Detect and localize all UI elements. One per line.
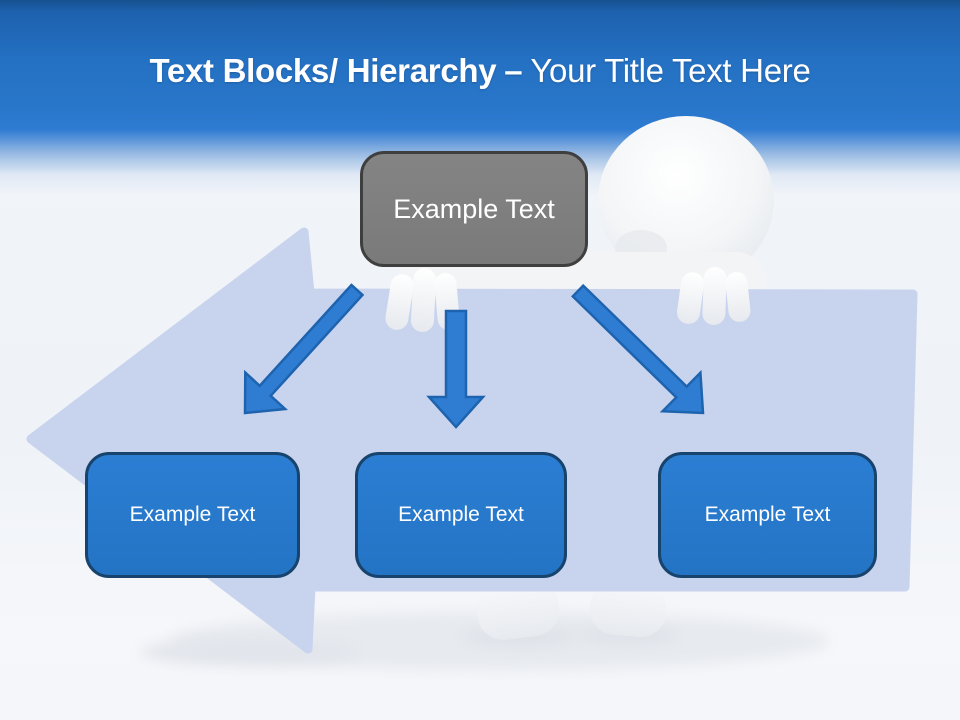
child-text-block-1[interactable]: Example Text	[85, 452, 300, 578]
arrow-down-left-icon	[243, 283, 365, 415]
person-foot-left	[476, 580, 560, 640]
slide-title[interactable]: Text Blocks/ Hierarchy–Your Title Text H…	[0, 52, 960, 90]
arrow-down-right-icon	[571, 283, 705, 415]
arrow-down-icon	[426, 309, 486, 429]
child-text-block-2[interactable]: Example Text	[355, 452, 567, 578]
person-right-hand	[676, 267, 751, 326]
root-text-block[interactable]: Example Text	[360, 151, 588, 267]
title-bold-text: Text Blocks/ Hierarchy	[149, 52, 497, 89]
big-left-arrow-shape	[26, 227, 918, 654]
child-block-label: Example Text	[398, 503, 524, 526]
child-block-label: Example Text	[129, 503, 256, 526]
title-separator: –	[504, 52, 523, 89]
root-block-label: Example Text	[393, 193, 555, 224]
person-foot-right	[589, 580, 667, 638]
title-regular-text: Your Title Text Here	[530, 52, 811, 89]
child-block-label: Example Text	[704, 503, 831, 526]
child-text-block-3[interactable]: Example Text	[658, 452, 877, 578]
ground-shadow	[140, 611, 830, 671]
